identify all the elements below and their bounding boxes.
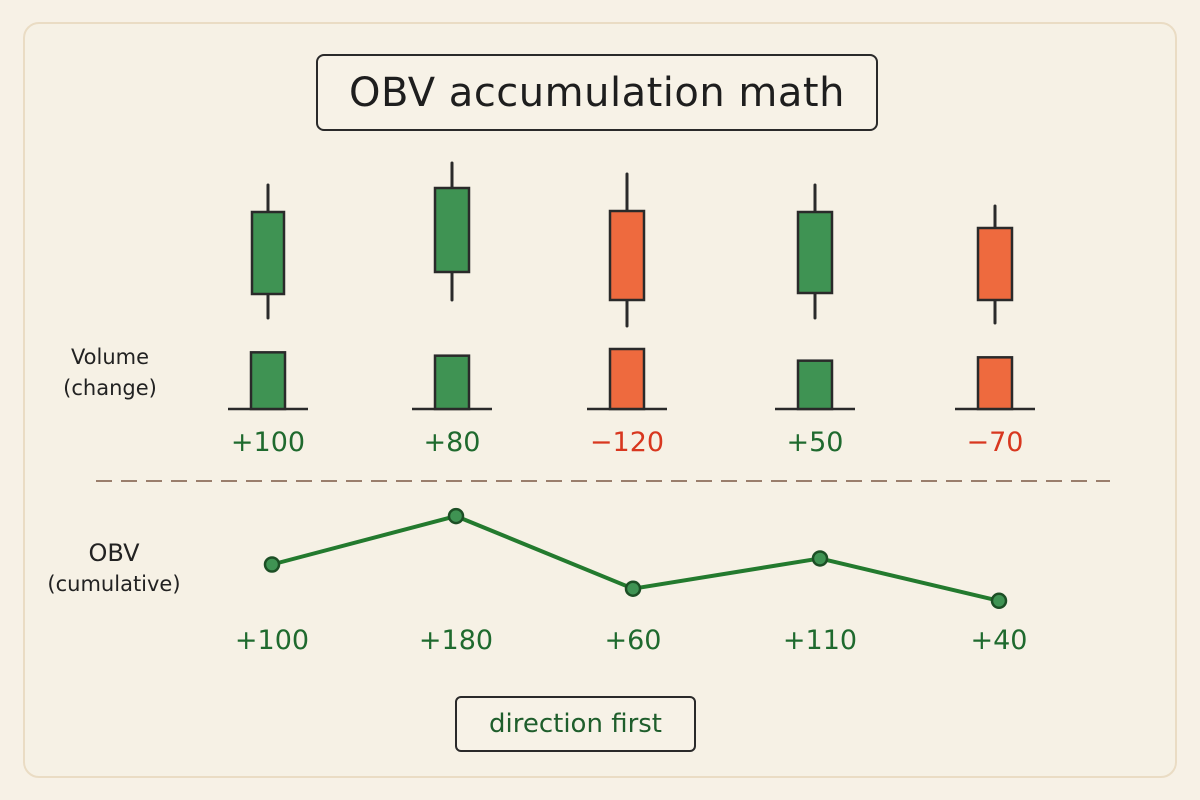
obv-value: +100: [235, 625, 309, 656]
volume-change-value: −120: [590, 427, 664, 458]
volume-change-label: Volume (change): [40, 342, 180, 404]
candle-body: [608, 209, 646, 302]
obv-cumulative-label: OBV (cumulative): [34, 538, 194, 600]
volume-bar: [249, 351, 287, 411]
volume-change-value: +80: [424, 427, 481, 458]
volume-bars-group: +100 +80 −120 +50 −70: [228, 347, 1035, 458]
obv-label-line1: OBV: [88, 539, 140, 567]
obv-label-line2: (cumulative): [47, 572, 181, 596]
volume-change-value: +50: [787, 427, 844, 458]
candle-body: [976, 226, 1014, 302]
volume-change-value: −70: [967, 427, 1024, 458]
volume-bar: [796, 359, 834, 411]
candle-body: [796, 210, 834, 295]
obv-point: [811, 550, 829, 567]
obv-value: +110: [783, 625, 857, 656]
footer-box: direction first: [455, 696, 696, 752]
volume-bar: [976, 356, 1014, 411]
obv-value: +60: [605, 625, 662, 656]
diagram-title: OBV accumulation math: [349, 69, 845, 116]
obv-point: [447, 507, 465, 525]
candle-body: [250, 210, 286, 296]
volume-bar: [433, 354, 471, 411]
obv-value: +180: [419, 625, 493, 656]
volume-change-value: +100: [231, 427, 305, 458]
obv-line-group: +100 +180 +60 +110 +40: [235, 507, 1028, 656]
volume-bar: [608, 347, 646, 411]
footer-text: direction first: [488, 709, 662, 739]
obv-point: [990, 592, 1008, 610]
obv-point: [624, 580, 642, 597]
candle-body: [433, 186, 471, 274]
candles-group: [250, 161, 1014, 328]
volume-label-line2: (change): [63, 376, 157, 400]
title-box: OBV accumulation math: [316, 54, 878, 131]
volume-label-line1: Volume: [70, 345, 150, 369]
obv-value: +40: [971, 625, 1028, 656]
obv-point: [263, 556, 281, 573]
